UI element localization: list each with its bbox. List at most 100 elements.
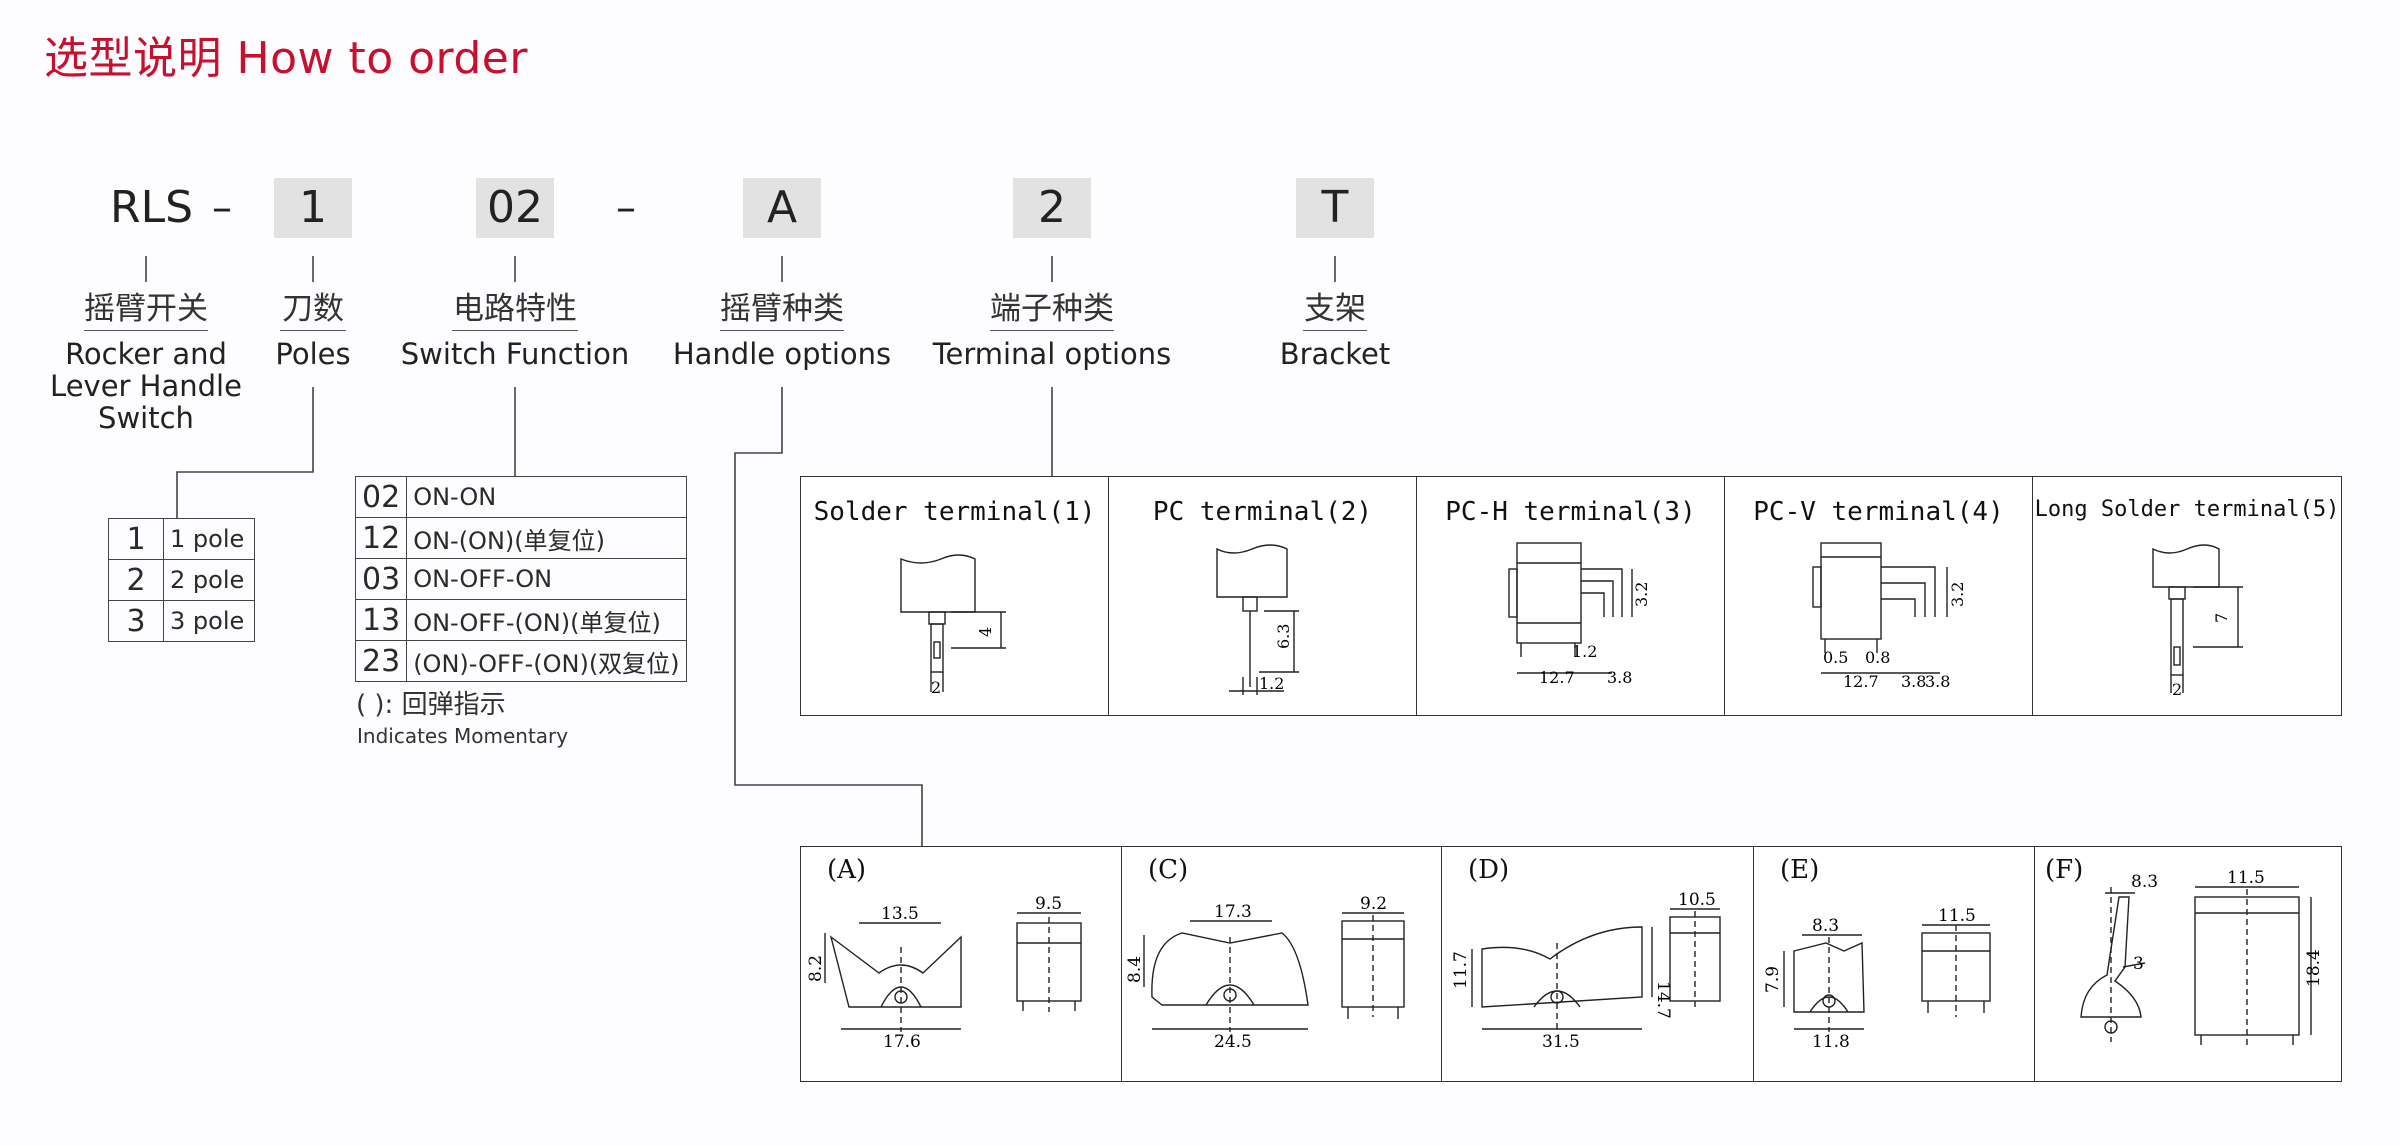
solder-terminal-drawing: 4 2 [900,554,1006,697]
code-bracket: T [1296,178,1374,238]
dim-label: 12.7 [1843,672,1879,691]
dim-label: 17.3 [1214,902,1252,922]
table-row: 02 ON-ON [354,476,687,518]
pole-label: 3 pole [163,600,255,642]
poles-label-cn: 刀数 [280,290,346,331]
function-label: ON-OFF-(ON)(单复位) [406,599,687,641]
dim-label: 18.4 [2304,949,2324,987]
dim-label: 14.7 [1653,981,1673,1019]
table-row: 2 2 pole [108,559,255,601]
pole-code: 1 [108,518,164,560]
terminal-option-2: PC terminal(2) 6.3 1.2 [1109,477,1417,715]
table-row: 03 ON-OFF-ON [354,558,687,600]
dim-label: 2 [2172,680,2182,699]
dim-label: 6.3 [1274,624,1293,649]
dim-label: 17.6 [883,1032,921,1052]
function-code: 23 [354,640,408,682]
pole-label: 2 pole [163,559,255,601]
dim-label: 7.9 [1763,966,1783,993]
terminal-title: PC terminal(2) [1152,497,1373,527]
terminal-options-panel: Solder terminal(1) 4 2 PC terminal(2) [800,476,2342,716]
function-label: ON-(ON)(单复位) [406,517,687,559]
dim-label: 11.5 [2227,868,2265,888]
function-label-cn: 电路特性 [452,290,578,331]
handle-label: (E) [1780,855,1820,885]
terminal-option-5: Long Solder terminal(5) 7 2 [2033,477,2341,715]
dim-label: 0.8 [1865,648,1890,667]
terminal-option-4: PC-V terminal(4) 3.2 0.5 0.8 12.7 3.8 3.… [1725,477,2033,715]
momentary-note-en: Indicates Momentary [357,724,569,748]
series-label-en-3: Switch [98,401,194,435]
bracket-label-en: Bracket [1279,337,1391,371]
long-solder-terminal-drawing: 7 2 [2152,544,2243,699]
table-row: 13 ON-OFF-(ON)(单复位) [354,599,687,641]
dim-label: 8.4 [1125,956,1145,983]
dim-label: 3.8 [1925,672,1950,691]
dim-label: 7 [2212,613,2231,623]
dim-label: 12.7 [1539,668,1575,687]
dim-label: 1.2 [1259,674,1284,693]
handle-option-f: (F) 8.3 3 11.5 18.4 [2035,847,2341,1081]
code-terminal: 2 [1013,178,1091,238]
handle-e-drawing: 8.3 7.9 11.8 11.5 [1763,906,1991,1052]
code-handle: A [743,178,821,238]
poles-table: 1 1 pole 2 2 pole 3 3 pole [108,518,255,642]
dim-label: 11.5 [1938,906,1976,926]
handle-c-drawing: 17.3 8.4 24.5 9.2 [1125,894,1405,1052]
dim-label: 3.8 [1901,672,1926,691]
handle-label: (C) [1148,855,1189,885]
handle-label: (D) [1468,855,1510,885]
handle-option-d: (D) 11.7 31.5 14.7 10.5 [1442,847,1754,1081]
dim-label: 4 [976,627,995,637]
code-poles: 1 [274,178,352,238]
dim-label: 9.5 [1035,894,1062,914]
function-label: (ON)-OFF-(ON)(双复位) [406,640,687,682]
table-row: 1 1 pole [108,518,255,560]
momentary-note-cn: ( ): 回弹指示 [356,690,506,720]
dim-label: 0.5 [1823,648,1848,667]
code-dash-1: – [212,185,232,231]
handle-label: (F) [2045,855,2084,885]
dim-label: 31.5 [1542,1032,1580,1052]
handle-option-e: (E) 8.3 7.9 11.8 11.5 [1754,847,2035,1081]
function-code: 13 [354,599,408,641]
function-label: ON-OFF-ON [406,558,687,600]
table-row: 3 3 pole [108,600,255,642]
pole-code: 2 [108,559,164,601]
dim-label: 8.2 [806,955,826,982]
terminal-title: PC-V terminal(4) [1753,497,2004,527]
table-row: 12 ON-(ON)(单复位) [354,517,687,559]
dim-label: 9.2 [1360,894,1387,914]
dim-label: 10.5 [1678,890,1716,910]
dim-label: 24.5 [1214,1032,1252,1052]
pc-v-terminal-drawing: 3.2 0.5 0.8 12.7 3.8 3.8 [1812,542,1967,691]
series-label-en-1: Rocker and [65,337,227,371]
code-function: 02 [476,178,554,238]
pole-code: 3 [108,600,164,642]
terminal-title: PC-H terminal(3) [1445,497,1696,527]
pc-h-terminal-drawing: 3.2 1.2 12.7 3.8 [1508,542,1651,687]
handle-options-panel: (A) 13.5 8.2 17.6 9.5 [800,846,2342,1082]
terminal-label-cn: 端子种类 [990,290,1114,331]
terminal-option-1: Solder terminal(1) 4 2 [801,477,1109,715]
dim-label: 3.8 [1607,668,1632,687]
dim-label: 3.2 [1632,582,1651,607]
code-dash-2: – [616,185,636,231]
dim-label: 13.5 [881,904,919,924]
terminal-title: Long Solder terminal(5) [2034,497,2340,522]
handle-d-drawing: 11.7 31.5 14.7 10.5 [1451,890,1721,1052]
pole-label: 1 pole [163,518,255,560]
function-table: 02 ON-ON 12 ON-(ON)(单复位) 03 ON-OFF-ON 13… [354,476,687,682]
dim-label: 11.7 [1451,951,1471,989]
function-code: 12 [354,517,408,559]
function-code: 02 [354,476,408,518]
dim-label: 1.2 [1572,642,1597,661]
function-code: 03 [354,558,408,600]
handle-label: (A) [827,855,867,885]
handle-label-cn: 摇臂种类 [720,290,844,331]
series-label-cn: 摇臂开关 [84,290,208,331]
page-title: 选型说明 How to order [44,33,528,84]
terminal-option-3: PC-H terminal(3) 3.2 1.2 12.7 3.8 [1417,477,1725,715]
bracket-label-cn: 支架 [1303,290,1367,331]
